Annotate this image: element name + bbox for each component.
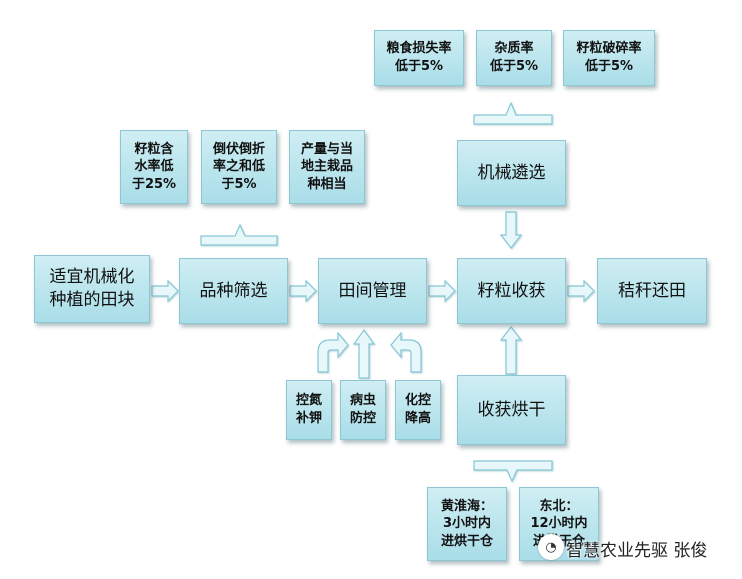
grain-harvest-box: 籽粒收获 bbox=[457, 258, 566, 324]
variety-selection-box: 品种筛选 bbox=[179, 258, 288, 324]
variety-label: 品种筛选 bbox=[199, 280, 268, 301]
moisture-line-2: 水率低 bbox=[134, 159, 174, 175]
yield-line-1: 产量与当 bbox=[300, 141, 353, 157]
chem-line-1: 化控 bbox=[404, 393, 431, 409]
fertilizer-line-1: 控氮 bbox=[295, 393, 322, 409]
fertilizer-line-2: 补钾 bbox=[295, 411, 322, 426]
machine-selection-box: 机械遴选 bbox=[457, 140, 566, 206]
breakage-box: 籽粒破碎率低于5% bbox=[563, 30, 655, 86]
wechat-icon: ◔ bbox=[538, 534, 564, 560]
fertilizer-box: 控氮补钾 bbox=[286, 380, 332, 440]
watermark-text: 智慧农业先驱 张俊 bbox=[566, 541, 708, 561]
lodging-box: 倒伏倒折率之和低于5% bbox=[201, 130, 277, 204]
field-line-1: 适宜机械化 bbox=[49, 267, 135, 288]
moisture-line-1: 籽粒含 bbox=[134, 141, 174, 157]
mech-select-label: 机械遴选 bbox=[477, 162, 546, 183]
moisture-box: 籽粒含水率低于25% bbox=[120, 130, 188, 204]
yield-box: 产量与当地主栽品种相当 bbox=[289, 130, 365, 204]
brace-variety bbox=[200, 223, 278, 246]
brace-mech-select bbox=[473, 101, 553, 125]
pest-line-1: 病虫 bbox=[349, 393, 376, 409]
grain-loss-line-2: 低于5% bbox=[394, 59, 444, 74]
pest-control-box: 病虫防控 bbox=[340, 380, 386, 440]
breakage-line-2: 低于5% bbox=[584, 59, 634, 74]
arrow-chem-bend bbox=[390, 331, 422, 373]
arrow-variety-to-management bbox=[289, 279, 317, 303]
brace-drying bbox=[473, 460, 553, 483]
impurity-line-2: 低于5% bbox=[489, 59, 539, 74]
harvest-drying-box: 收获烘干 bbox=[457, 375, 566, 445]
huanghuaihai-box: 黄淮海： 3小时内进烘干仓 bbox=[427, 487, 507, 561]
yield-line-2: 地主栽品 bbox=[300, 159, 353, 175]
field-line-2: 种植的田块 bbox=[49, 290, 135, 310]
lodging-line-1: 倒伏倒折 bbox=[212, 141, 265, 157]
management-label: 田间管理 bbox=[338, 280, 407, 301]
arrow-management-to-harvest bbox=[428, 279, 456, 303]
yield-line-3: 种相当 bbox=[307, 176, 347, 192]
impurity-line-1: 杂质率 bbox=[494, 41, 534, 57]
northeast-line-1: 东北： bbox=[539, 498, 579, 514]
arrow-mech-select-to-harvest bbox=[499, 211, 523, 249]
grain-loss-line-1: 粮食损失率 bbox=[386, 41, 452, 57]
breakage-line-1: 籽粒破碎率 bbox=[576, 41, 642, 57]
harvest-label: 籽粒收获 bbox=[477, 280, 546, 301]
grain-loss-box: 粮食损失率低于5% bbox=[374, 30, 464, 86]
lodging-line-3: 于5% bbox=[221, 176, 257, 192]
impurity-box: 杂质率低于5% bbox=[476, 30, 552, 86]
drying-label: 收获烘干 bbox=[477, 399, 546, 420]
straw-return-box: 秸秆还田 bbox=[597, 258, 707, 324]
moisture-line-3: 于25% bbox=[131, 176, 177, 192]
huanghuaihai-line-1: 黄淮海： bbox=[440, 498, 493, 514]
arrow-harvest-to-straw bbox=[567, 279, 595, 303]
arrow-drying-to-harvest bbox=[499, 326, 523, 375]
pest-line-2: 防控 bbox=[349, 411, 376, 426]
northeast-line-2: 12小时内 bbox=[530, 516, 588, 532]
chem-control-box: 化控降高 bbox=[395, 380, 441, 440]
field-box: 适宜机械化种植的田块 bbox=[34, 255, 150, 323]
arrow-fertilizer-bend bbox=[317, 331, 349, 373]
huanghuaihai-line-3: 进烘干仓 bbox=[440, 533, 493, 549]
chem-line-2: 降高 bbox=[404, 411, 431, 426]
arrow-field-to-variety bbox=[151, 279, 179, 303]
arrow-pest-to-management bbox=[352, 328, 376, 379]
field-management-box: 田间管理 bbox=[318, 258, 427, 324]
huanghuaihai-line-2: 3小时内 bbox=[442, 516, 492, 532]
straw-label: 秸秆还田 bbox=[618, 280, 686, 301]
lodging-line-2: 率之和低 bbox=[212, 159, 265, 175]
